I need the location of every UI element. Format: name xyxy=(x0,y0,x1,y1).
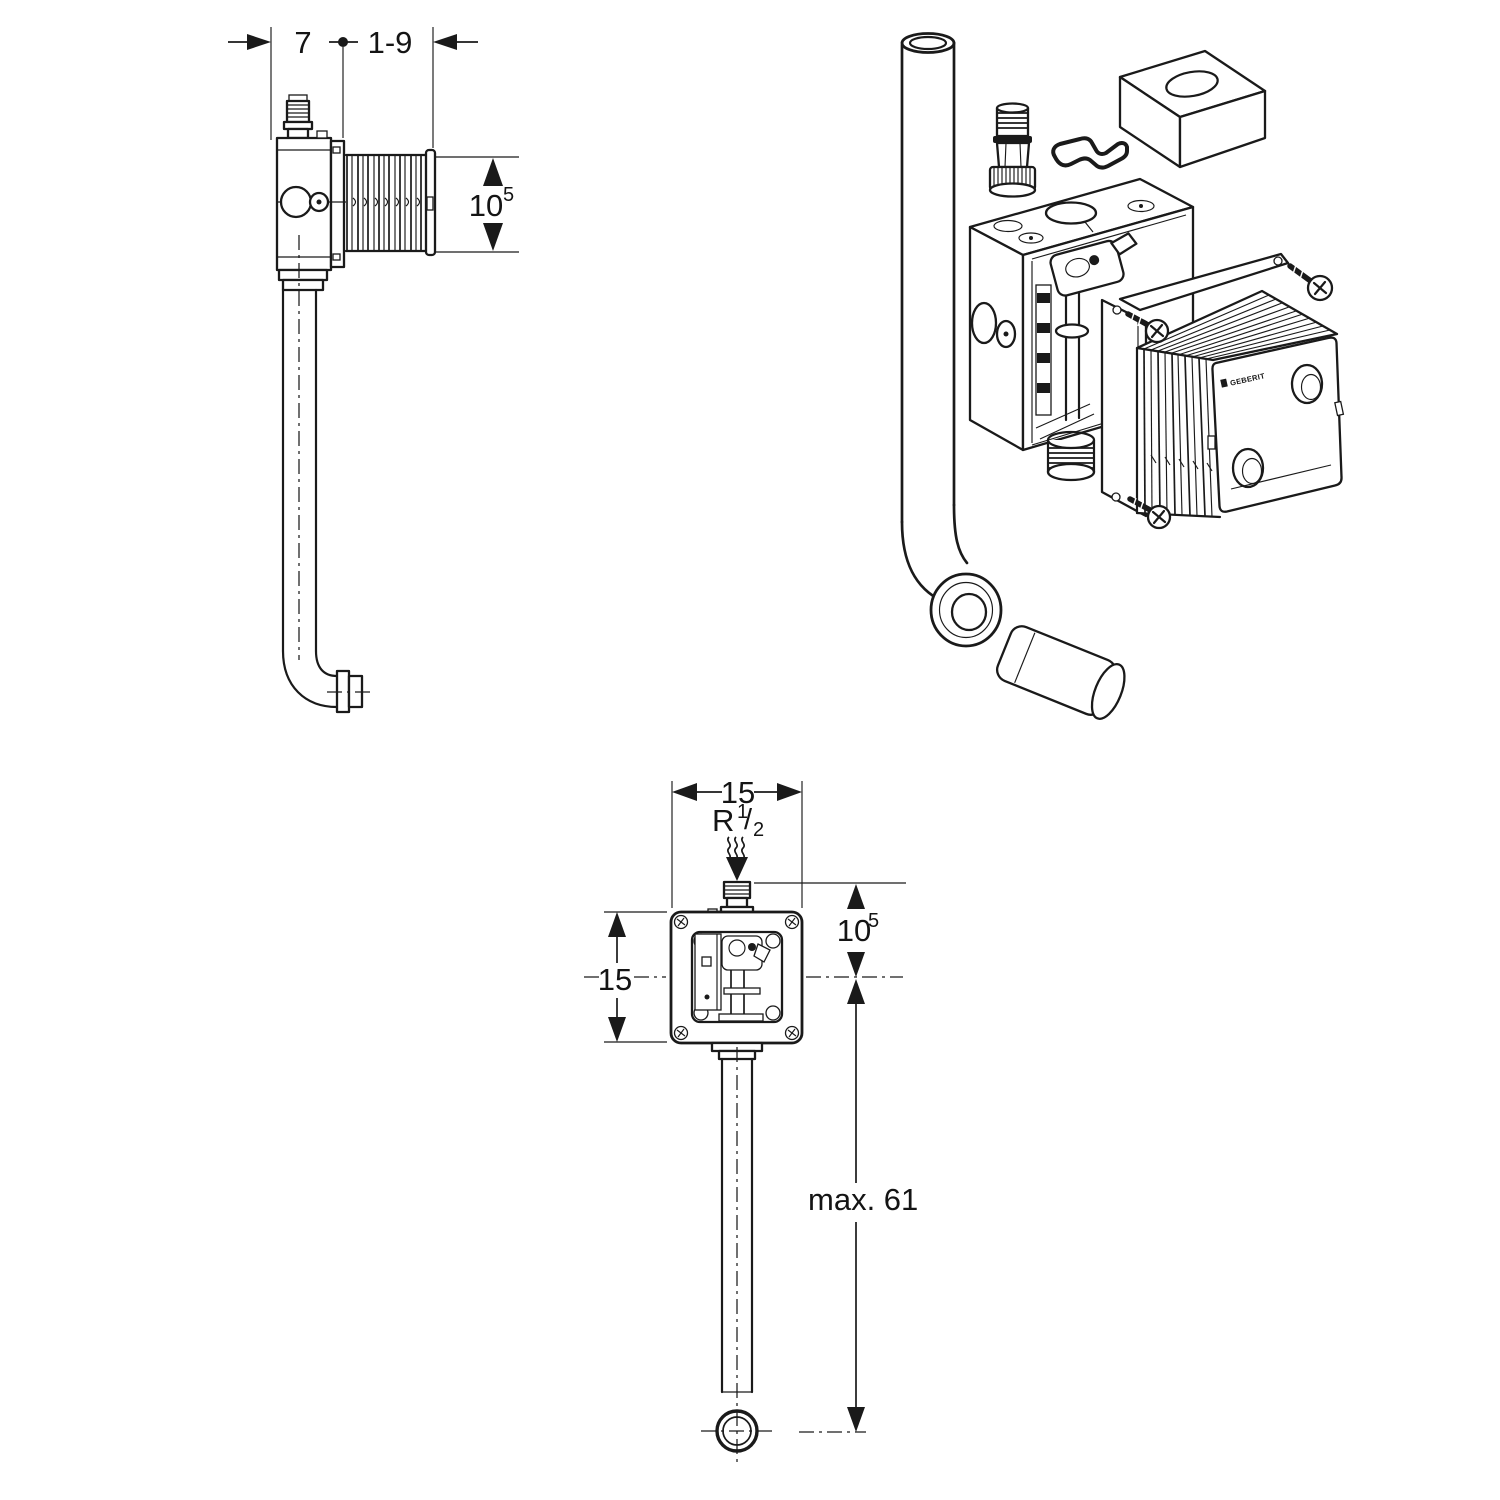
cover-hole-lower xyxy=(1231,447,1265,489)
cover-cube xyxy=(1118,49,1267,169)
screw-top-left xyxy=(1125,311,1170,344)
screw-bottom-left xyxy=(1127,496,1172,530)
cube-recess-circle xyxy=(1165,70,1219,98)
inspection-opening xyxy=(279,185,313,219)
dimension-wall-offset: 7 1-9 xyxy=(228,25,478,148)
flush-pipe-exploded xyxy=(900,32,1003,648)
flow-arrow xyxy=(726,857,748,881)
screw-top-right xyxy=(1287,263,1334,302)
dim-label-height-sup: 5 xyxy=(503,184,514,206)
adjustable-bellows-sleeve-side xyxy=(344,148,437,257)
dimension-box-width: 15 xyxy=(671,775,803,908)
corner-screw-bottom-right xyxy=(784,1025,800,1041)
flush-valve-front xyxy=(694,933,771,1022)
dim-label-max-drop: max. 61 xyxy=(808,1182,918,1217)
corner-screw-bottom-left xyxy=(673,1025,689,1041)
dimension-inlet-offset: 10 5 xyxy=(754,882,906,977)
exploded-view-drawing: GEBERIT xyxy=(900,32,1345,720)
thread-callout: R 1 / 2 xyxy=(712,801,764,881)
flush-valve-mechanism xyxy=(1035,232,1138,440)
corner-screw-top-right xyxy=(784,914,800,930)
side-view-drawing: 7 1-9 10 5 xyxy=(228,25,519,714)
dim-label-height-base: 10 xyxy=(469,188,503,223)
flush-pipe-side xyxy=(277,235,375,714)
dim-label-height-front: 15 xyxy=(598,962,632,997)
thread-label-sub: 2 xyxy=(753,819,764,841)
inlet-connector-fitting xyxy=(988,102,1037,198)
cover-front-face xyxy=(1211,336,1343,513)
flush-valve-housing-side xyxy=(275,94,346,272)
dimension-box-height-front: 15 xyxy=(598,911,667,1043)
dimension-box-height: 10 5 xyxy=(436,156,519,253)
box-outlet-spigot xyxy=(1046,430,1096,482)
mounting-flange xyxy=(329,139,346,269)
centerlines-front xyxy=(584,976,903,1467)
protection-plug xyxy=(995,625,1126,720)
dim-label-wall-offset: 7 xyxy=(294,25,311,60)
rough-in-box-front xyxy=(669,910,804,1061)
dimension-max-drop: max. 61 xyxy=(808,979,918,1432)
retaining-clip xyxy=(1051,136,1129,170)
bellows-protection-cover: GEBERIT xyxy=(1135,289,1345,519)
water-inlet-nipple xyxy=(285,99,311,124)
thread-label-base: R xyxy=(712,803,734,838)
front-view-drawing: 15 R 1 / 2 xyxy=(584,775,918,1467)
inlet-fitting-front xyxy=(707,880,755,915)
dim-label-adjust-range: 1-9 xyxy=(368,25,413,60)
cover-hole-upper xyxy=(1290,363,1324,405)
dim-label-offset-base: 10 xyxy=(837,913,871,948)
corner-screw-top-left xyxy=(673,914,689,930)
thread-label-sup: 1 xyxy=(737,801,748,823)
mounting-frame xyxy=(1100,252,1290,518)
wall-reference-dot xyxy=(338,37,348,47)
dim-label-offset-sup: 5 xyxy=(868,910,879,932)
thread-label-slash: / xyxy=(744,804,753,836)
dim-label-width: 15 xyxy=(721,775,755,810)
